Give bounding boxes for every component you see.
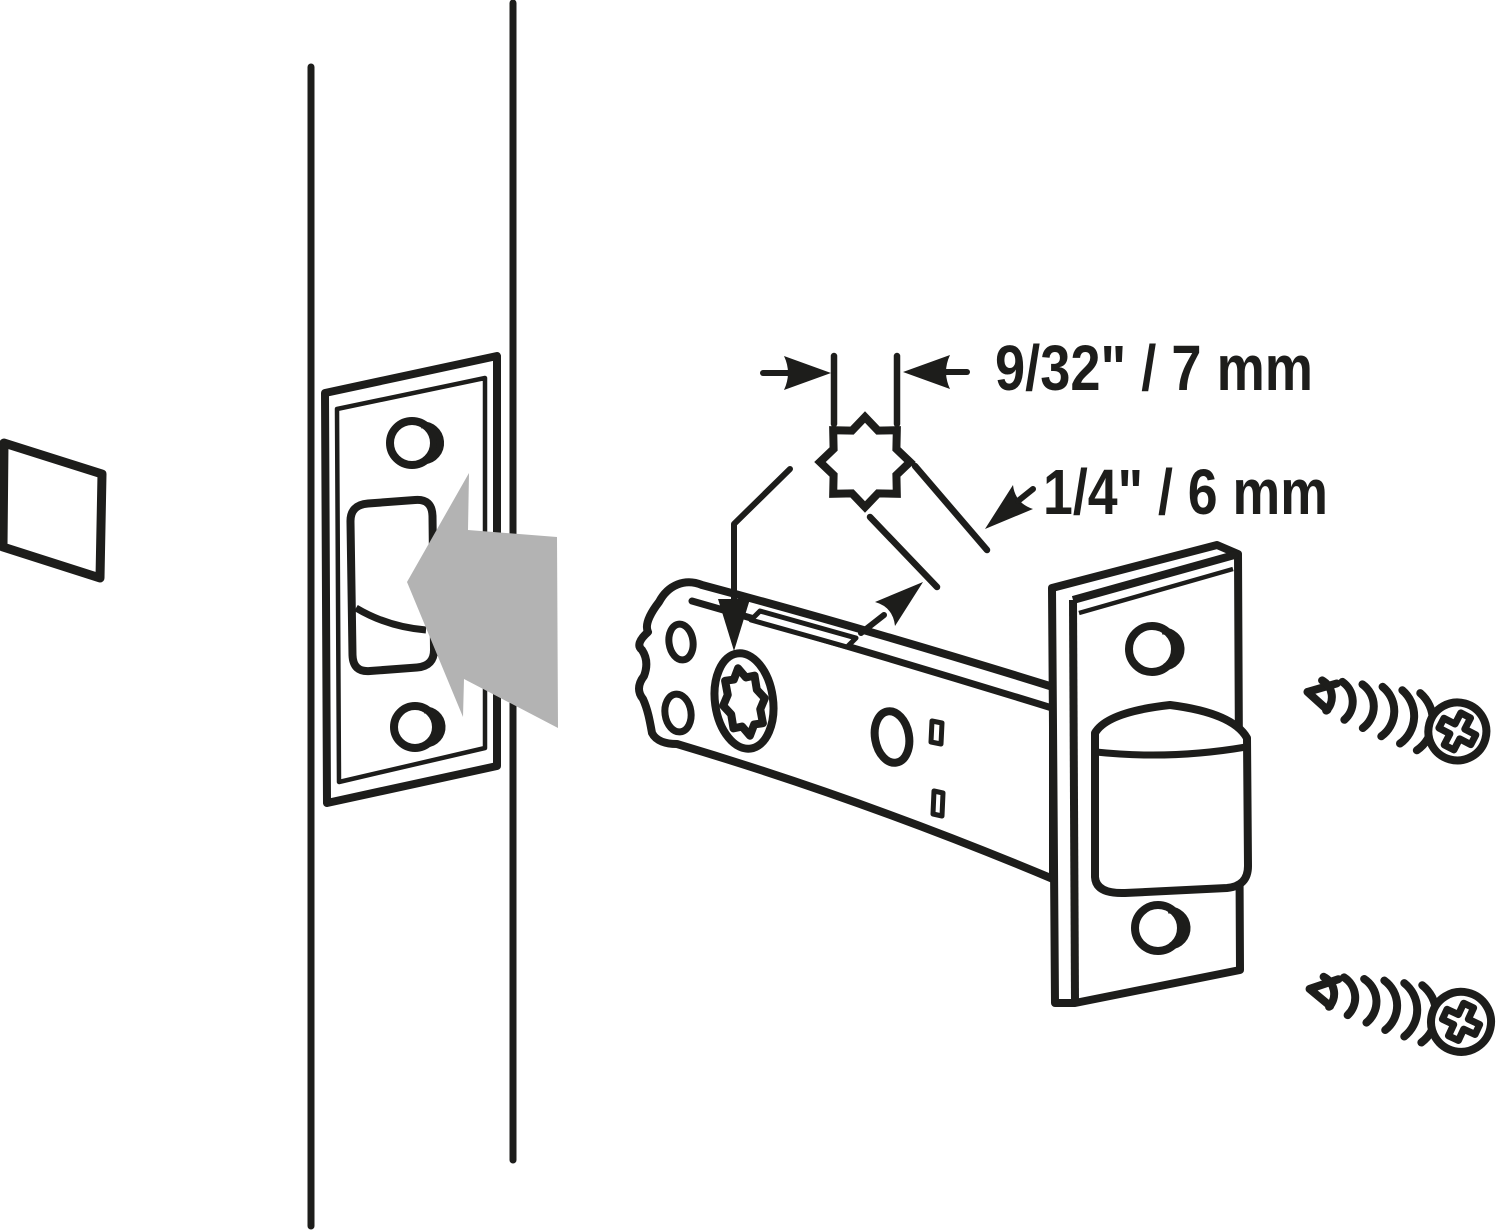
faceplate-front-top-edge: [1071, 550, 1240, 604]
spindle-leader: [718, 466, 793, 651]
dim-arrow-left-icon: [903, 355, 950, 389]
faceplate-screw-hole-bottom: [1131, 901, 1185, 955]
square-spindle-cutout: [0, 438, 107, 583]
tube-slot-lower: [930, 788, 946, 819]
flat-extension-line-lower: [866, 513, 941, 591]
faceplate: [1048, 541, 1252, 1007]
phillips-cross-icon: [1438, 999, 1484, 1045]
faceplate-bevel-line: [1078, 566, 1234, 616]
flange-hole-bottom: [661, 690, 695, 736]
tube-slot-upper: [928, 718, 945, 747]
flat-arrow-upright-tail: [858, 612, 887, 636]
dimension-width: [760, 352, 970, 428]
spindle-leader-arrow-icon: [718, 599, 750, 651]
latch-bolt-face-line: [1095, 743, 1247, 759]
dim-arrow-right-icon: [784, 356, 831, 390]
screw-threads-icon: [1318, 676, 1437, 755]
flat-extension-line-upper: [911, 462, 991, 554]
latch-body: [635, 578, 1057, 883]
faceplate-screw-hole-top-crescent: [1161, 627, 1185, 671]
latch-top-slot: [748, 608, 859, 650]
faceplate-front-left-edge: [1069, 599, 1079, 1004]
flat-arrow-downleft-icon: [985, 485, 1033, 529]
flat-arrow-downleft-tail: [1015, 486, 1036, 504]
flat-arrow-upright-icon: [875, 582, 923, 626]
faceplate-screw-hole-top: [1125, 622, 1179, 676]
mounting-screw-bottom: [1305, 972, 1496, 1056]
dimension-flat: [858, 462, 1036, 636]
latch-body-outline: [635, 578, 1057, 883]
spindle-bore: [710, 649, 778, 753]
edge-plate-screw-hole-bottom: [390, 702, 440, 752]
phillips-cross-icon: [1435, 709, 1480, 754]
spindle-star-hole: [717, 665, 771, 740]
spindle-leader-line: [731, 466, 793, 615]
faceplate-screw-hole-bottom-crescent: [1167, 906, 1191, 950]
edge-plate-bevel: [334, 375, 488, 785]
edge-plate-screw-hole-bottom-crescent: [423, 706, 446, 748]
edge-plate-screw-hole-top-crescent: [420, 421, 445, 465]
edge-plate-screw-hole-top: [386, 417, 438, 469]
dimension-width-label: 9/32" / 7 mm: [995, 332, 1313, 404]
screw-threads-icon: [1319, 972, 1441, 1047]
spindle-star-symbol: [814, 411, 916, 513]
latch-bolt: [1091, 701, 1252, 898]
latch-bolt-edge-line: [354, 604, 427, 634]
insert-direction-arrow-icon: [407, 473, 558, 728]
dimension-flat-label: 1/4" / 6 mm: [1043, 456, 1328, 528]
flange-hole-top: [665, 620, 697, 664]
tube-side-hole: [870, 707, 914, 767]
mounting-screw-top: [1303, 676, 1491, 765]
